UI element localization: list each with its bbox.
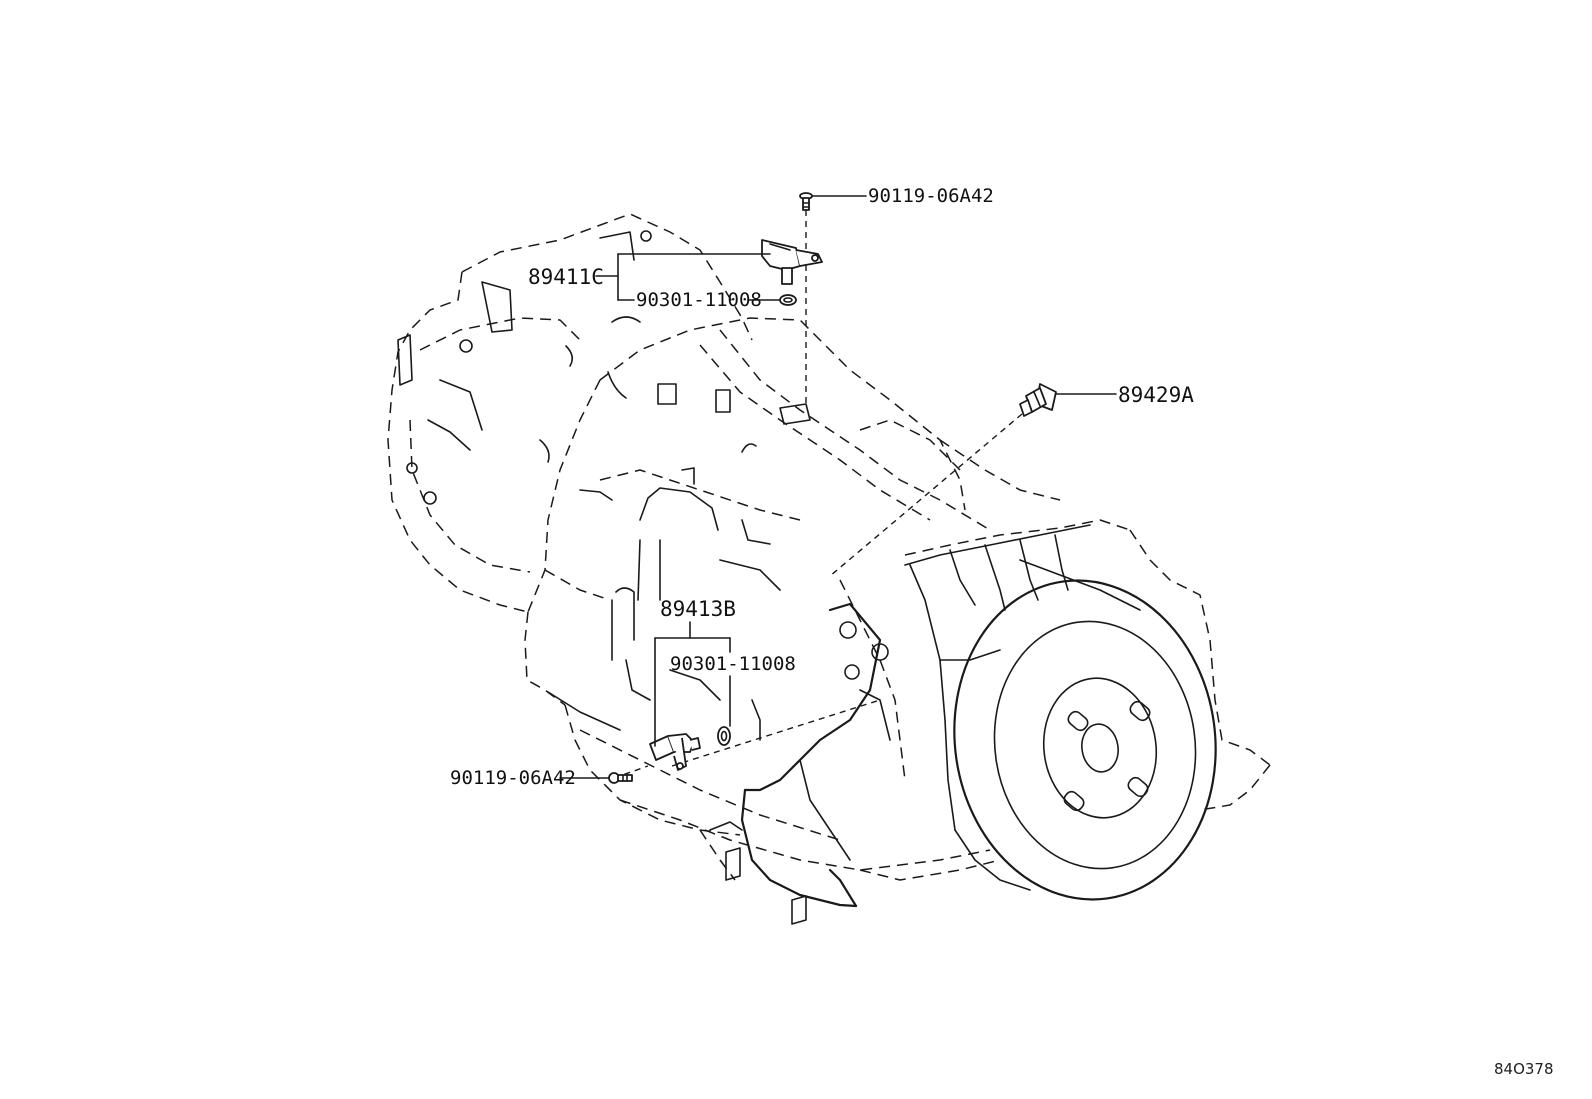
casting-details [397,230,1091,925]
label-bolt-bottom: 90119-06A42 [450,767,576,789]
sensor-top-part[interactable] [761,239,823,285]
label-oring-top: 90301-11008 [636,289,762,311]
label-sensor-mid: 89413B [660,597,736,621]
leader-lines [559,195,1117,779]
figure-code: 84O378 [1494,1060,1554,1078]
output-drum [909,559,1217,901]
label-sensor-top: 89411C [528,265,604,289]
oring-mid-part[interactable] [717,726,731,746]
oring-top-part[interactable] [779,294,797,306]
transmission-housing-outline [387,213,1271,881]
label-bolt-top: 90119-06A42 [868,185,994,207]
bolt-top-part[interactable] [799,192,813,211]
label-switch-right: 89429A [1118,383,1194,407]
installation-guide-lines [613,210,1023,779]
sensor-mid-part[interactable] [649,733,701,771]
switch-right-part[interactable] [1019,383,1057,417]
bolt-bottom-part[interactable] [608,772,633,784]
label-oring-mid: 90301-11008 [670,653,796,675]
